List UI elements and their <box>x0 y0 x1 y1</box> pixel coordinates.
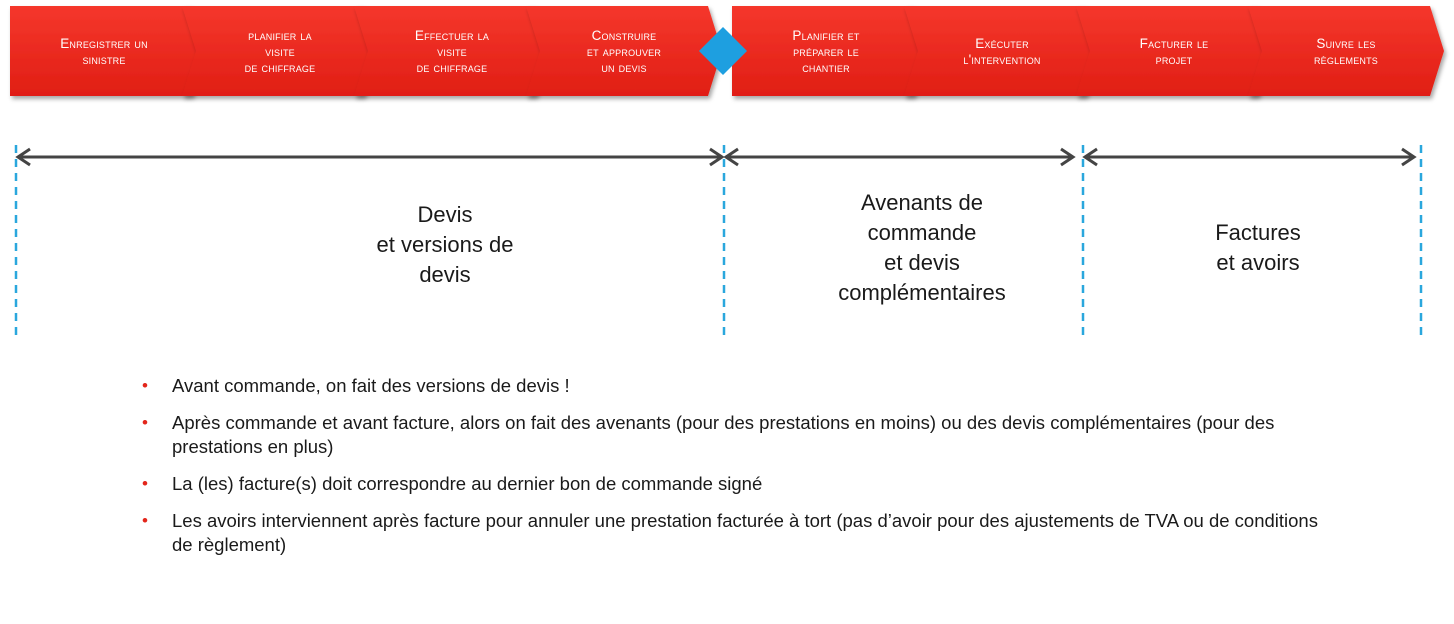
zone-label-line: et avoirs <box>1216 250 1299 275</box>
zone-label-line: Avenants de <box>861 190 983 215</box>
step-label-line: Exécuter <box>975 36 1029 51</box>
step-label-line: visite <box>437 44 467 59</box>
step-label-line: un devis <box>601 60 646 75</box>
zone-label-line: Factures <box>1215 220 1301 245</box>
step-label-line: Suivre les <box>1316 36 1375 51</box>
bullet-icon: • <box>142 511 148 530</box>
step-label-line: projet <box>1156 52 1193 67</box>
step-shape <box>904 6 1100 96</box>
step-label-line: Construire <box>592 28 657 43</box>
zone-label-line: Devis <box>417 202 472 227</box>
bullet-icon: • <box>142 474 148 493</box>
zone-label-line: complémentaires <box>838 280 1006 305</box>
zone-label-line: devis <box>419 262 470 287</box>
step-label-line: de chiffrage <box>245 60 316 75</box>
note-text: Avant commande, on fait des versions de … <box>172 375 570 396</box>
note-text: Après commande et avant facture, alors o… <box>172 412 1275 457</box>
zone-avenants-de: Avenants de commande et devis complémentair… <box>838 190 1006 305</box>
step-label-line: règlements <box>1314 52 1378 67</box>
step-label-line: Effectuer la <box>415 28 489 43</box>
zone-label-line: et versions de <box>377 232 514 257</box>
notes-list: • Avant commande, on fait des versions de… <box>142 374 1342 570</box>
note-item: • Les avoirs interviennent après facture … <box>142 509 1342 557</box>
step-label-line: de chiffrage <box>417 60 488 75</box>
note-item: • Avant commande, on fait des versions de… <box>142 374 1342 398</box>
diamond-icon <box>699 27 747 75</box>
step-label-line: sinistre <box>82 52 125 67</box>
zones: Devis et versions de devis Avenants de comma… <box>14 145 1423 338</box>
step-shape <box>526 6 722 96</box>
step-shape <box>10 6 206 96</box>
step-shape <box>354 6 550 96</box>
step-label-line: Facturer le <box>1140 36 1209 51</box>
milestone <box>699 27 747 75</box>
step-label-line: Planifier et <box>792 28 859 43</box>
step-label-line: Enregistrer un <box>60 36 148 51</box>
step-label-line: planifier la <box>248 28 312 43</box>
zone-label-line: et devis <box>884 250 960 275</box>
step-label-line: l'intervention <box>963 52 1040 67</box>
step-label-line: visite <box>265 44 295 59</box>
note-text: Les avoirs interviennent après facture p… <box>172 510 1318 555</box>
step-label-line: préparer le <box>793 44 859 59</box>
bullet-icon: • <box>142 376 148 395</box>
zone-factures: Factures et avoirs <box>1215 220 1301 275</box>
step-shape <box>1248 6 1444 96</box>
double-arrow-icon <box>1082 147 1417 167</box>
note-text: La (les) facture(s) doit correspondre au… <box>172 473 763 494</box>
zone-devis: Devis et versions de devis <box>377 202 514 287</box>
step-shape <box>182 6 378 96</box>
step-label-line: chantier <box>802 60 850 75</box>
bullet-icon: • <box>142 413 148 432</box>
step-shape <box>732 6 928 96</box>
double-arrow-icon <box>15 147 725 167</box>
step-shape <box>1076 6 1272 96</box>
step-label-line: et approuver <box>587 44 661 59</box>
note-item: • La (les) facture(s) doit correspondre a… <box>142 472 1342 496</box>
note-item: • Après commande et avant facture, alors … <box>142 411 1342 459</box>
double-arrow-icon <box>723 147 1076 167</box>
zone-label-line: commande <box>868 220 977 245</box>
